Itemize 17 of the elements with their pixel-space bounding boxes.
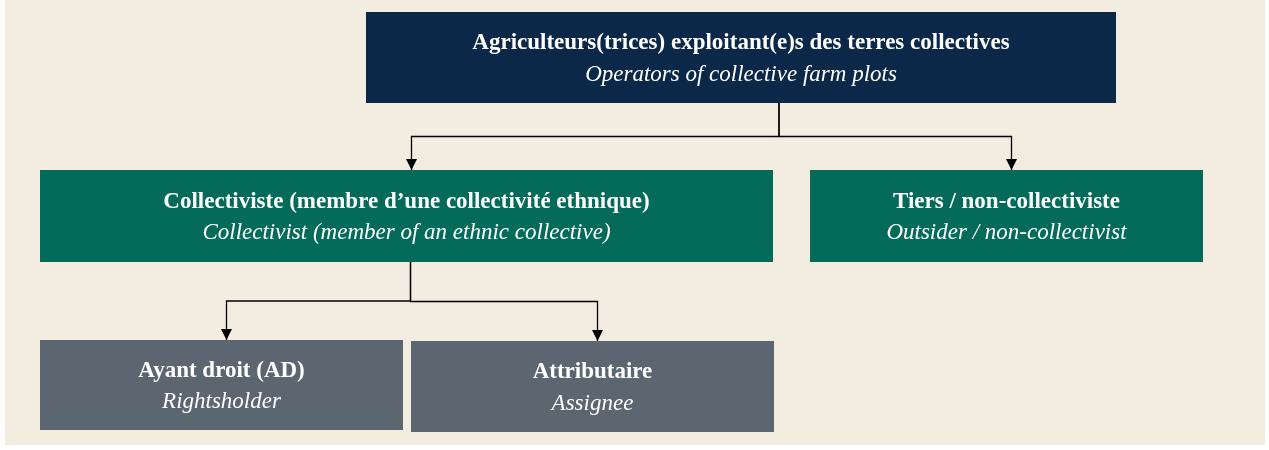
box-heading: Collectiviste (membre d’une collectivité ethnique) — [163, 186, 650, 215]
box-translation: Assignee — [551, 388, 634, 417]
category-box — [366, 12, 1116, 103]
box-heading: Attributaire — [532, 357, 653, 386]
box-heading: Tiers / non-collectiviste — [893, 186, 1120, 215]
connector-arrow — [409, 261, 603, 342]
box-translation: Rightsholder — [162, 387, 281, 415]
box-translation: Outsider / non-collectivist — [886, 218, 1127, 246]
box-translation: Collectivist (member of an ethnic collective) — [202, 218, 611, 246]
connector-arrow — [778, 102, 1017, 171]
category-box — [411, 341, 774, 432]
box-heading: Agriculteurs(trices) exploitant(e)s des terres collectives — [472, 28, 1010, 57]
category-box — [810, 170, 1203, 262]
category-box — [40, 170, 773, 262]
box-translation: Operators of collective farm plots — [585, 59, 897, 88]
category-box — [40, 340, 403, 430]
box-heading: Ayant droit (AD) — [138, 355, 305, 384]
